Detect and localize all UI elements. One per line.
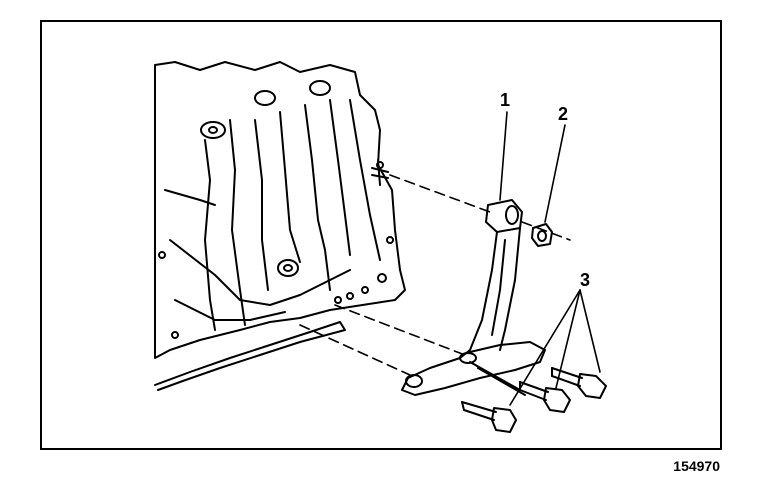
- figure-number: 154970: [673, 458, 720, 474]
- callout-2: 2: [558, 104, 569, 124]
- mount-bolts: [461, 367, 607, 433]
- diagram-frame: [40, 20, 722, 450]
- engine-mount-bracket: [401, 199, 546, 396]
- mount-nut: [531, 223, 553, 247]
- callout-3: 3: [580, 270, 591, 290]
- callout-1: 1: [500, 90, 511, 110]
- callout-leaders: [499, 111, 601, 406]
- engine-block: [154, 61, 406, 391]
- alignment-lines: [299, 174, 571, 376]
